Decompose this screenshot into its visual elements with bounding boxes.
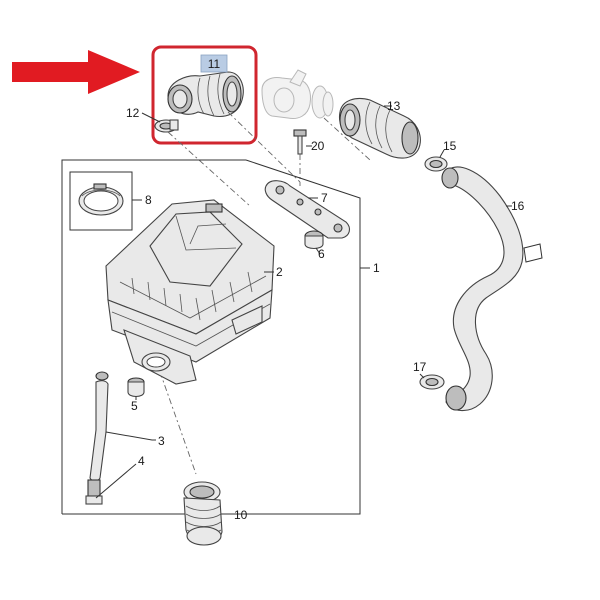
part-5-grommet[interactable] — [127, 377, 145, 398]
callout-5: 5 — [131, 399, 138, 413]
part-4-drain-valve[interactable] — [85, 479, 103, 505]
callout-1: 1 — [373, 261, 380, 275]
callout-7: 7 — [321, 191, 328, 205]
part-13-intake-hose[interactable] — [338, 97, 421, 159]
red-pointer-arrow-icon — [12, 50, 140, 94]
callout-6: 6 — [318, 247, 325, 261]
callout-20: 20 — [311, 139, 325, 153]
part-15-clamp[interactable] — [424, 156, 448, 172]
callout-3: 3 — [158, 434, 165, 448]
callout-13: 13 — [387, 99, 401, 113]
part-17-clamp[interactable] — [419, 374, 445, 390]
callout-12: 12 — [126, 106, 140, 120]
housing-outlet-ring — [141, 352, 171, 372]
part-16-long-hose[interactable] — [441, 166, 543, 412]
part-20-bolt[interactable] — [293, 129, 307, 155]
callout-2: 2 — [276, 265, 283, 279]
callout-15: 15 — [443, 139, 457, 153]
part-12-clamp[interactable] — [154, 119, 179, 133]
part-8-inset[interactable] — [69, 171, 133, 231]
part-3-drain-hose[interactable] — [89, 371, 109, 482]
callout-4: 4 — [138, 454, 145, 468]
highlight-box-part-11 — [151, 45, 258, 145]
callout-17: 17 — [413, 360, 427, 374]
part-7-bracket[interactable] — [264, 180, 351, 239]
callout-11-label: 11 — [208, 57, 221, 71]
part-6-grommet[interactable] — [304, 230, 324, 250]
callout-11: 11 — [200, 54, 228, 73]
callout-10: 10 — [234, 508, 248, 522]
callout-16: 16 — [511, 199, 525, 213]
part-2-air-filter-lid[interactable] — [105, 199, 275, 335]
part-11-elbow-hose[interactable] — [167, 71, 244, 118]
callout-8: 8 — [145, 193, 152, 207]
assembly-lines — [159, 111, 371, 475]
ghost-mass-air-flow-sensor — [261, 69, 334, 119]
part-10-corrugated-duct[interactable] — [183, 481, 223, 546]
